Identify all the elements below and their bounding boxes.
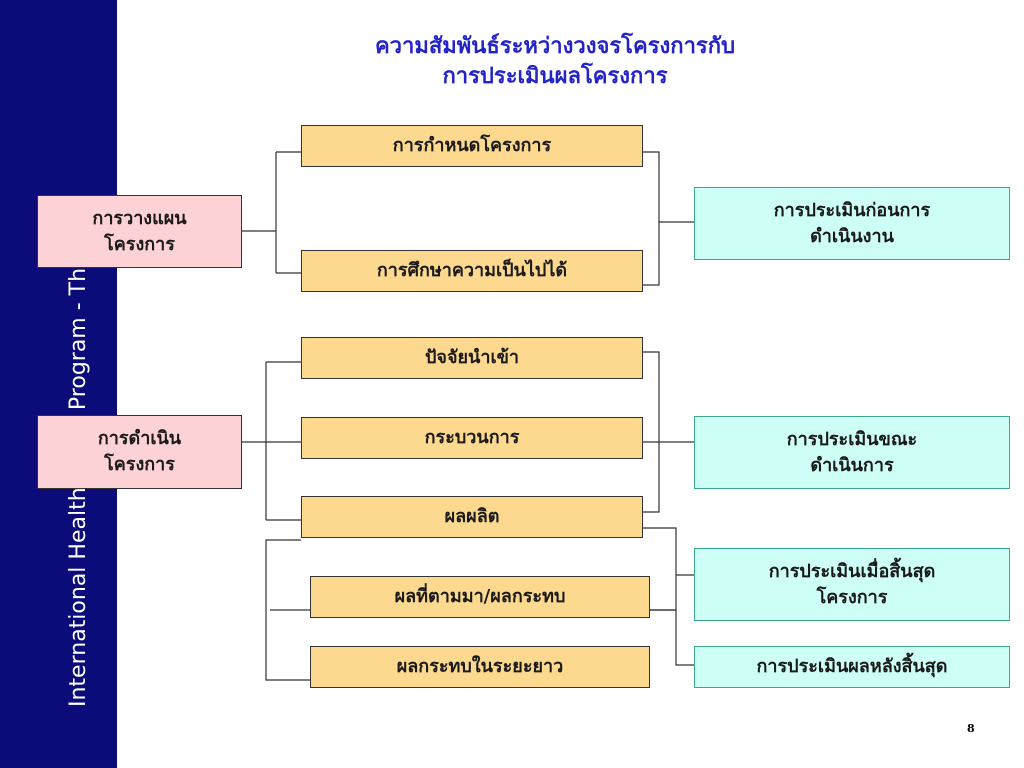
connector-planning (242, 151, 301, 274)
step-label-inputs: ปัจจัยนำเข้า (424, 347, 520, 368)
step-box-outcomes: ผลที่ตามมา/ผลกระทบ (310, 576, 650, 618)
connector-results (265, 539, 310, 681)
eval-label-post: การประเมินผลหลังสิ้นสุด (756, 656, 948, 677)
eval-box-during: การประเมินขณะ ดำเนินการ (694, 416, 1010, 489)
eval-box-pre: การประเมินก่อนการ ดำเนินงาน (694, 187, 1010, 260)
slide-title-line-1: ความสัมพันธ์ระหว่างวงจรโครงการกับ (374, 34, 736, 59)
slide-title-line-2: การประเมินผลโครงการ (442, 64, 668, 89)
page-number: 8 (967, 722, 975, 735)
phase-label-implementation: การดำเนิน โครงการ (97, 428, 182, 475)
eval-box-end: การประเมินเมื่อสิ้นสุด โครงการ (694, 548, 1010, 621)
step-box-inputs: ปัจจัยนำเข้า (301, 337, 643, 379)
connector-post-eval (650, 609, 694, 666)
eval-label-pre: การประเมินก่อนการ ดำเนินงาน (773, 199, 931, 247)
phase-box-implementation: การดำเนิน โครงการ (37, 415, 242, 489)
step-box-feasibility: การศึกษาความเป็นไปได้ (301, 250, 643, 292)
step-label-outputs: ผลผลิต (444, 506, 500, 527)
phase-label-planning: การวางแผน โครงการ (92, 207, 187, 255)
eval-label-end: การประเมินเมื่อสิ้นสุด โครงการ (768, 560, 936, 608)
eval-label-during: การประเมินขณะ ดำเนินการ (786, 428, 918, 476)
step-label-feasibility: การศึกษาความเป็นไปได้ (376, 260, 568, 281)
sidebar-band: International Health Policy Program - Th… (0, 0, 117, 768)
step-label-outcomes: ผลที่ตามมา/ผลกระทบ (394, 586, 566, 607)
connector-during-eval (642, 351, 694, 513)
step-box-definition: การกำหนดโครงการ (301, 125, 643, 167)
phase-box-planning: การวางแผน โครงการ (37, 195, 242, 268)
connector-implementation (242, 361, 301, 521)
step-box-process: กระบวนการ (301, 417, 643, 459)
connector-pre-eval (642, 151, 694, 286)
slide-title: ความสัมพันธ์ระหว่างวงจรโครงการกับ การประ… (220, 32, 890, 92)
step-label-definition: การกำหนดโครงการ (392, 135, 552, 156)
step-box-outputs: ผลผลิต (301, 496, 643, 538)
step-label-process: กระบวนการ (424, 427, 520, 448)
step-box-long-term-impact: ผลกระทบในระยะยาว (310, 646, 650, 688)
step-label-long-term-impact: ผลกระทบในระยะยาว (396, 656, 564, 677)
eval-box-post: การประเมินผลหลังสิ้นสุด (694, 646, 1010, 688)
